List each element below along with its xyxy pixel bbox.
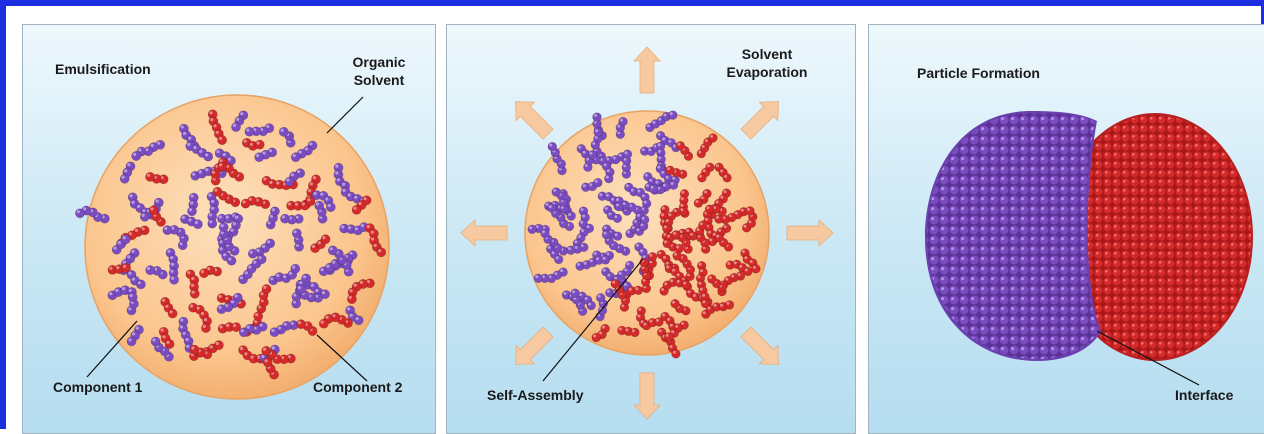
evaporation-arrow-icon <box>516 102 554 140</box>
organic-solvent-label: Organic Solvent <box>339 53 419 89</box>
evaporation-arrow-icon <box>461 220 507 246</box>
panel-title: Emulsification <box>55 61 151 77</box>
solvent-evaporation-title-line-1: Solvent <box>717 45 817 63</box>
molecule-chain <box>280 214 303 224</box>
evaporation-arrow-icon <box>741 102 779 140</box>
organic-solvent-leader <box>327 97 363 133</box>
component-2-label: Component 2 <box>313 379 402 395</box>
solvent-evaporation-title-line-2: Evaporation <box>717 63 817 81</box>
particle-diagram <box>869 25 1264 433</box>
evaporation-arrow-icon <box>741 327 779 365</box>
interface-label: Interface <box>1175 387 1233 403</box>
organic-solvent-label-line-2: Solvent <box>339 71 419 89</box>
molecule-chain <box>218 322 241 333</box>
component-1-label: Component 1 <box>53 379 142 395</box>
panel-title: Particle Formation <box>917 65 1040 81</box>
organic-solvent-label-line-1: Organic <box>339 53 419 71</box>
panel-emulsification: Emulsification Organic Solvent Component… <box>22 24 436 434</box>
evaporation-arrow-icon <box>516 327 554 365</box>
panel-particle-formation: Particle Formation Interface <box>868 24 1264 434</box>
molecule-chain <box>696 261 707 289</box>
solvent-evaporation-title: Solvent Evaporation <box>717 45 817 81</box>
self-assembly-label: Self-Assembly <box>487 387 583 403</box>
panel-solvent-evaporation: Solvent Evaporation Self-Assembly <box>446 24 856 434</box>
evaporation-diagram <box>447 25 855 433</box>
evaporation-arrow-icon <box>634 47 660 93</box>
molecule-chain <box>187 193 198 216</box>
evaporation-arrow-icon <box>787 220 833 246</box>
evaporation-arrow-icon <box>634 373 660 419</box>
